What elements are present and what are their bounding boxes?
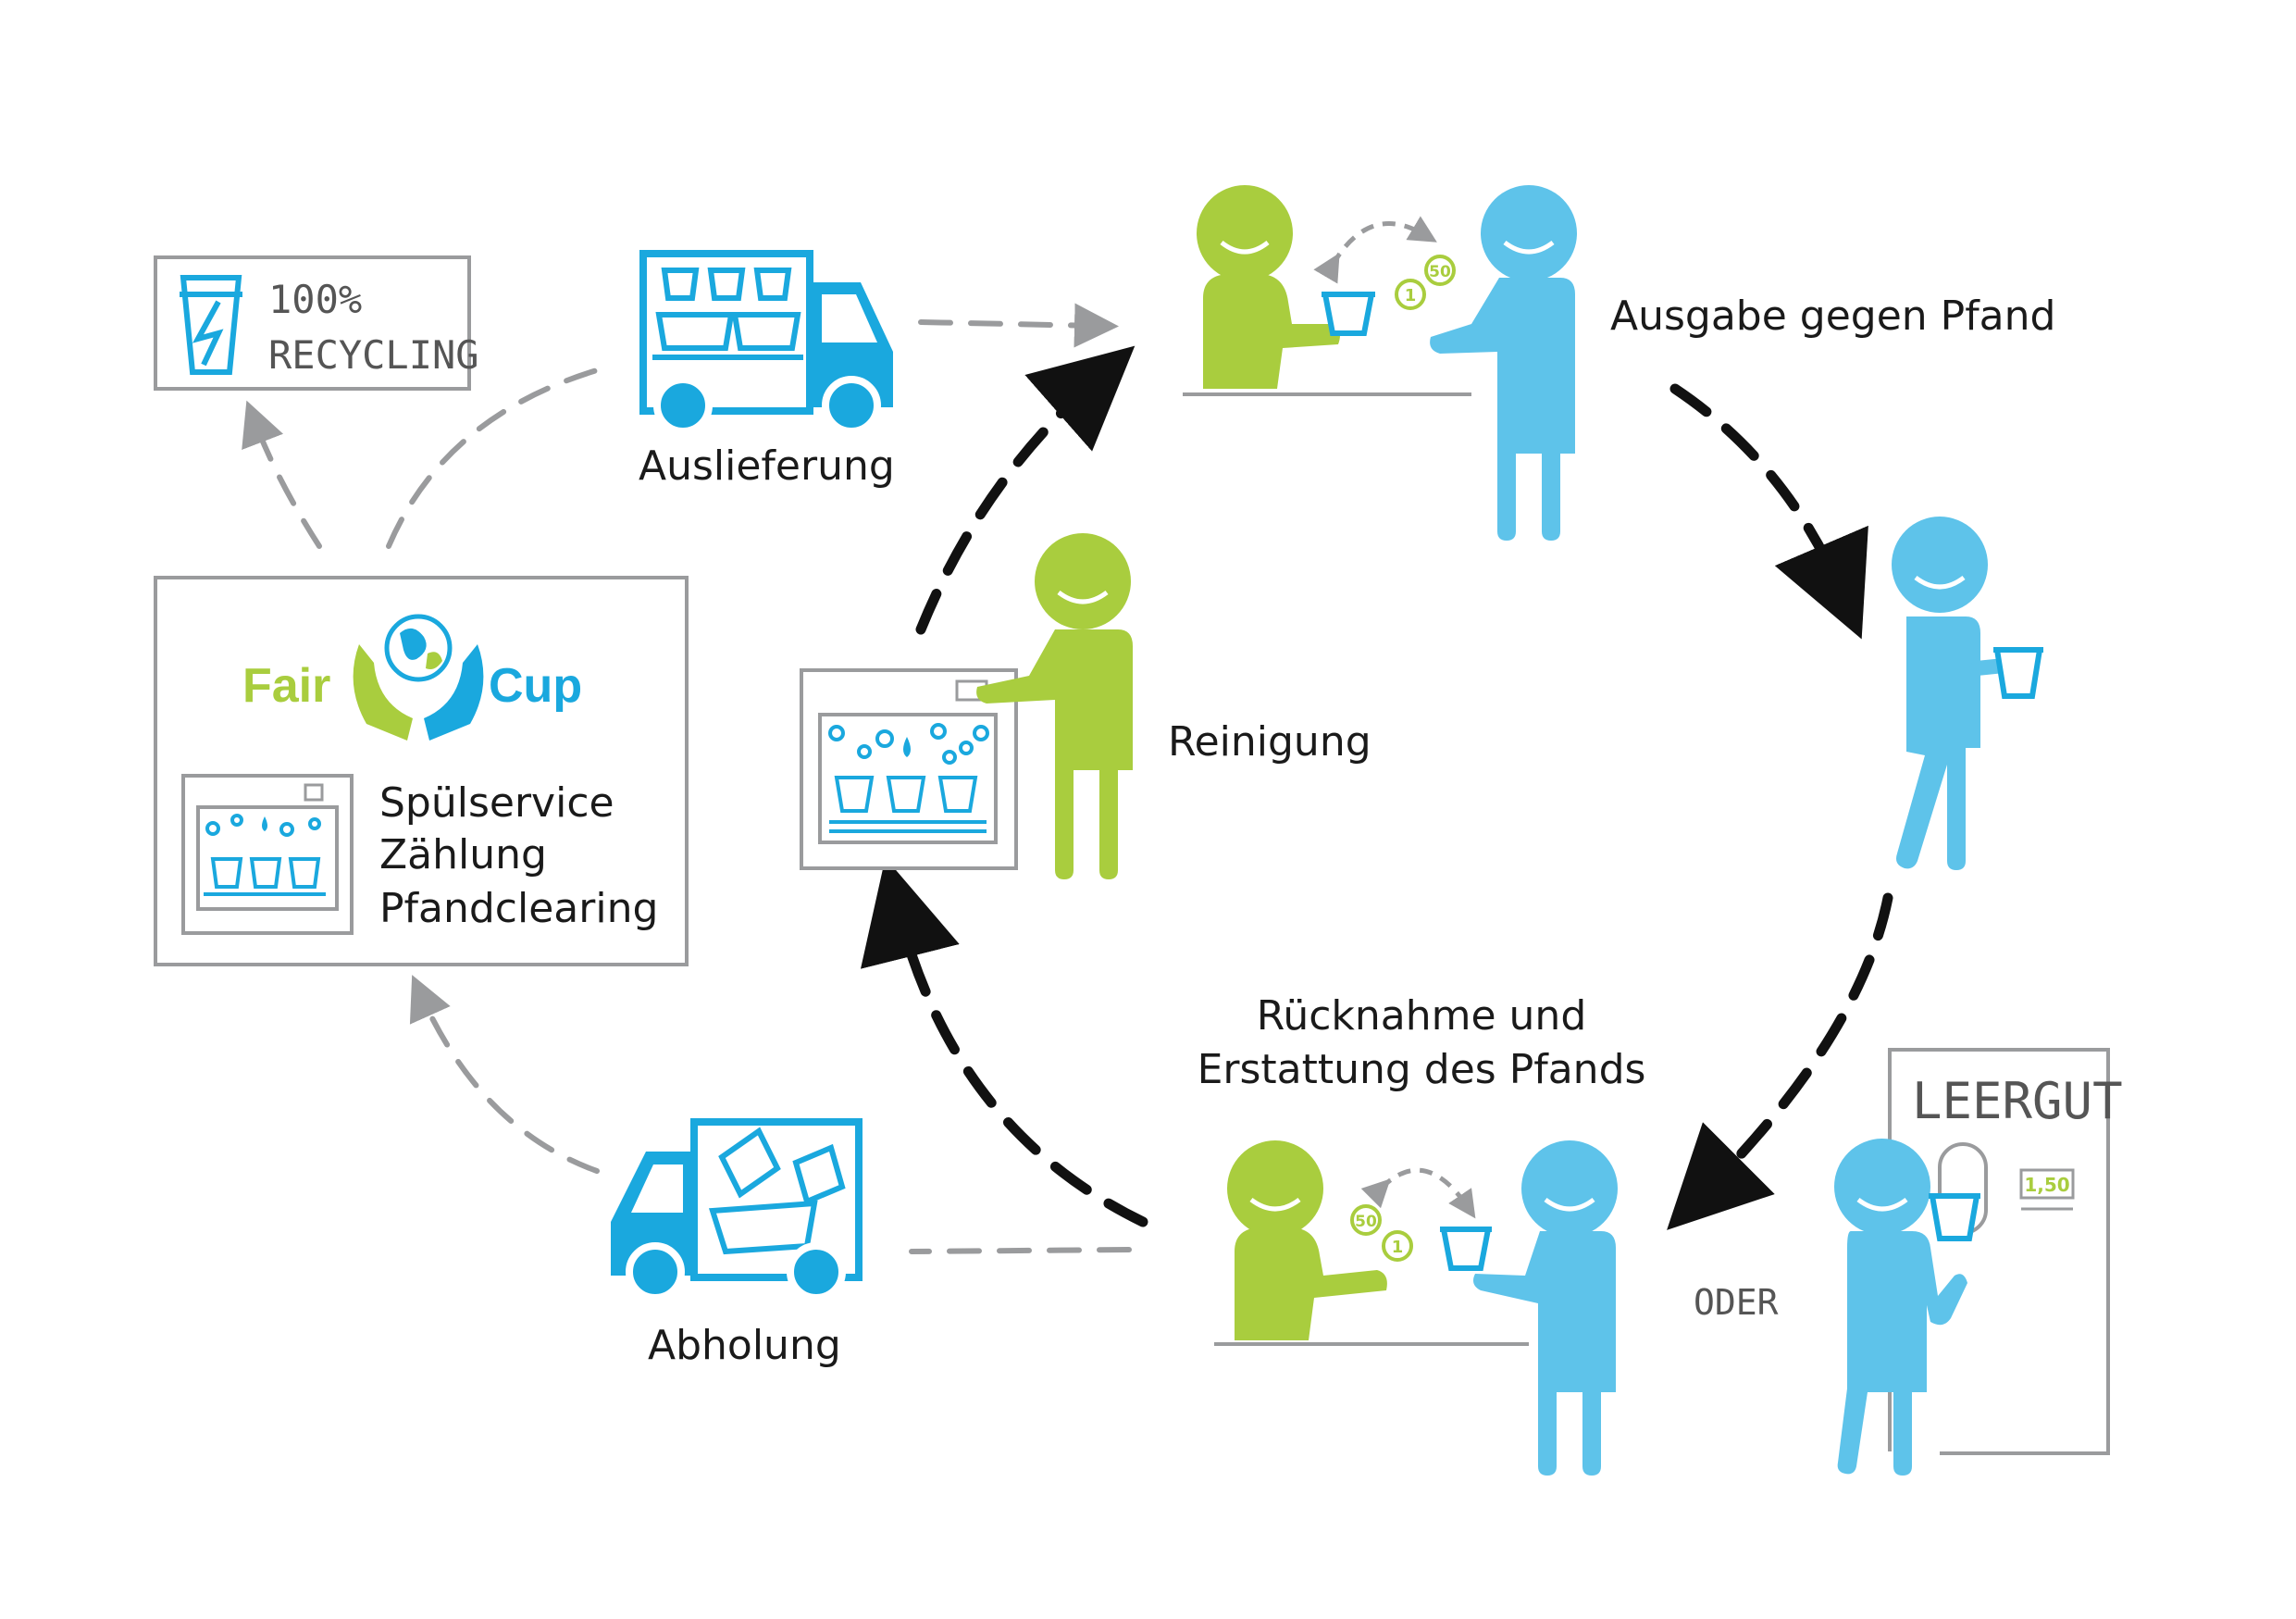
amount-display-value: 1,50 — [2024, 1174, 2069, 1196]
person-icon-customer-return — [1473, 1140, 1618, 1476]
coin-icon-50-bottom: 50 — [1350, 1204, 1382, 1236]
arrow-to-recycling — [242, 400, 322, 549]
svg-text:50: 50 — [1355, 1213, 1377, 1231]
leergut-sign: LEERGUT — [1912, 1072, 2123, 1130]
dishwasher-icon — [800, 668, 1018, 870]
label-ausgabe: Ausgabe gegen Pfand — [1610, 293, 2055, 340]
globe-hands-icon — [353, 614, 484, 741]
label-auslieferung: Auslieferung — [639, 442, 895, 490]
service-line3: Pfandclearing — [379, 885, 658, 932]
svg-text:50: 50 — [1429, 263, 1451, 281]
person-icon-customer-drinking — [1892, 517, 2021, 870]
logo-word-cup: Cup — [489, 659, 582, 713]
arrow-ausgabe-to-customer — [1669, 383, 1868, 640]
recycling-box: 100% RECYCLING — [154, 255, 479, 391]
person-icon-customer-machine — [1834, 1139, 1967, 1476]
arrow-return-to-reinigung — [861, 857, 1148, 1227]
cup-icon-ausgabe — [1322, 292, 1375, 336]
arrow-truck-to-ausgabe — [918, 303, 1119, 348]
service-line1: Spülservice — [379, 779, 614, 827]
scene-ausgabe: 50 1 — [1183, 185, 1577, 541]
amount-display — [2019, 1168, 2075, 1200]
service-line2: Zählung — [379, 831, 547, 878]
arrow-customer-to-return — [1667, 892, 1893, 1230]
label-abholung: Abholung — [648, 1322, 841, 1369]
person-icon-vendor-top — [1197, 185, 1340, 389]
arrow-faircup-to-truck — [386, 367, 600, 549]
exchange-arrow-top — [1313, 216, 1437, 284]
faircup-logo: Fair Cup — [242, 614, 582, 741]
truck-icon-pickup — [611, 1118, 863, 1301]
coin-icon-1-top: 1 — [1395, 279, 1426, 310]
label-ruecknahme-line1: Rücknahme und — [1257, 992, 1587, 1040]
truck-icon-delivery — [639, 250, 893, 435]
arrow-reinigung-to-ausgabe — [915, 345, 1136, 635]
arrow-truck-to-faircup — [409, 975, 600, 1174]
recycling-line2: RECYCLING — [268, 332, 479, 378]
cup-icon-machine — [1929, 1193, 1980, 1241]
main-cycle-arrows — [861, 345, 1893, 1230]
cup-icon-return — [1440, 1227, 1492, 1271]
svg-text:1: 1 — [1405, 286, 1417, 305]
person-icon-vendor-bottom — [1227, 1140, 1387, 1340]
recycle-cup-icon — [180, 275, 242, 375]
exchange-arrow-bottom — [1360, 1167, 1476, 1219]
cup-icon-drinking — [1993, 647, 2043, 699]
person-icon-customer-top — [1430, 185, 1577, 541]
label-oder: ODER — [1694, 1282, 1779, 1323]
person-icon-cleaner — [976, 533, 1133, 879]
coin-icon-1-bottom: 1 — [1382, 1230, 1413, 1262]
faircup-service-box: Fair Cup Spülservice Zähl — [154, 576, 689, 966]
recycling-line1: 100% — [268, 277, 362, 322]
service-dishwasher-icon — [181, 774, 354, 935]
arrow-return-to-truck — [909, 1247, 1132, 1254]
svg-text:1: 1 — [1392, 1238, 1404, 1257]
scene-reinigung — [800, 533, 1133, 879]
label-ruecknahme-line2: Erstattung des Pfands — [1198, 1046, 1646, 1093]
logo-word-fair: Fair — [242, 659, 330, 713]
coin-icon-50-top: 50 — [1424, 255, 1456, 286]
label-reinigung: Reinigung — [1168, 718, 1371, 766]
logistics-arrows — [242, 303, 1132, 1254]
scene-ruecknahme: 50 1 — [1214, 1140, 1618, 1476]
